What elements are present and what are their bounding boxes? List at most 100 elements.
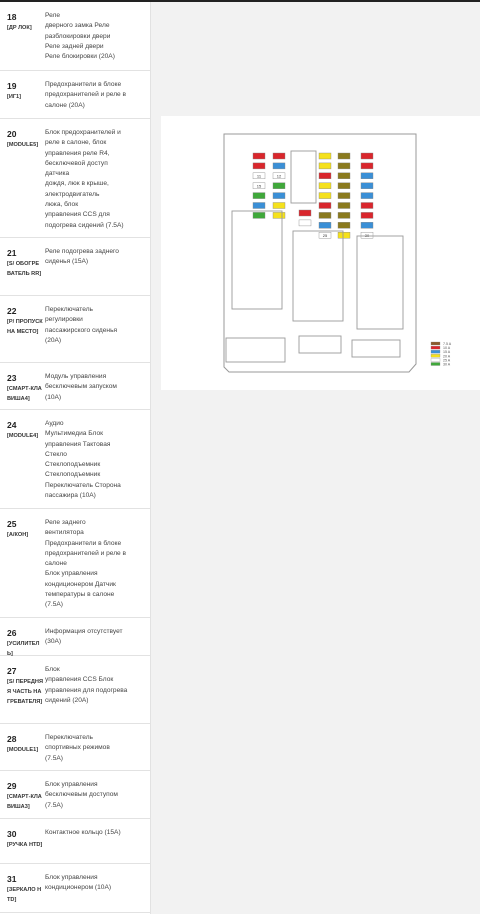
fuse-number: 27: [7, 666, 17, 676]
legend-label: 7.5 A: [443, 342, 452, 346]
fuse-description: Аудио Мультимедиа Блок управления Тактов…: [45, 420, 121, 500]
relay-block: [292, 230, 344, 322]
legend-label: 25 A: [443, 358, 451, 362]
fuse-number: 23: [7, 373, 17, 383]
fuse-slot: [360, 152, 374, 160]
fuse-description: Блок предохранителей и реле в салоне, бл…: [45, 129, 124, 229]
legend-swatch: [430, 358, 441, 362]
fuse-id-cell: 18 [ДР ЛОК]: [7, 11, 43, 33]
fuse-slot: [272, 192, 286, 199]
connector-block: [298, 335, 342, 354]
connector-block: [225, 337, 286, 363]
fuse-slot: [252, 152, 266, 160]
fuse-description: Предохранители в блоке предохранителей и…: [45, 81, 127, 109]
fuse-tag: [ДР ЛОК]: [7, 25, 32, 31]
fuse-slot: [337, 192, 351, 199]
fuse-slot: [318, 212, 332, 219]
fuse-slot: [337, 172, 351, 179]
legend-swatch: [430, 350, 441, 354]
fuse-number: 28: [7, 734, 17, 744]
fuse-id-cell: 19 [ИГ1]: [7, 80, 43, 102]
fuse-number: 22: [7, 306, 17, 316]
fuse-tag: [P/ ПРОПУСК НА МЕСТО]: [7, 319, 43, 335]
fuse-slot: [252, 172, 266, 179]
fuse-tag: [СМАРТ-КЛАВИША3]: [7, 794, 42, 810]
fuse-description: Переключатель регулировки пассажирского …: [45, 306, 118, 344]
fuse-description: Блок управления кондиционером (10A): [45, 874, 112, 892]
fuse-number: 24: [7, 420, 17, 430]
fuse-tag: [S/ ПЕРЕДНЯЯ ЧАСТЬ НАГРЕВАТЕЛЯ]: [7, 679, 43, 705]
table-row: 22 [P/ ПРОПУСК НА МЕСТО] Переключатель р…: [0, 296, 150, 363]
fuse-slot: [360, 212, 374, 219]
fuse-slot: [272, 152, 286, 160]
fuse-number: 26: [7, 628, 17, 638]
fuse-tag: [СМАРТ-КЛАВИША4]: [7, 386, 42, 402]
fuse-slot: [298, 209, 312, 217]
fuse-description: Реле подогрева заднего сиденья (15A): [45, 248, 119, 266]
fuse-slot: [318, 202, 332, 209]
fuse-slot: [360, 162, 374, 170]
fuse-slot: [272, 182, 286, 189]
fuse-description: Реле заднего вентилятора Предохранители …: [45, 519, 127, 609]
fuse-tag: [РУЧКА HTD]: [7, 842, 43, 848]
fuse-slot: [318, 192, 332, 199]
fuse-number: 31: [7, 874, 17, 884]
fuse-slot: [318, 222, 332, 229]
table-row: 28 [MODULE1] Переключатель спортивных ре…: [0, 724, 150, 771]
fuse-number-label: 11: [257, 174, 262, 179]
fuse-slot: [298, 219, 312, 227]
legend-swatch: [430, 341, 441, 346]
fuse-slot: [337, 231, 351, 239]
fuse-number: 20: [7, 129, 17, 139]
legend-label: 10 A: [443, 346, 451, 350]
fuse-description: Переключатель спортивных режимов (7.5A): [45, 734, 110, 762]
fuse-number: 30: [7, 829, 17, 839]
fuse-number-label: 25: [323, 233, 328, 238]
fuse-slot: [360, 202, 374, 209]
fuse-table: 18 [ДР ЛОК] Реле дверного замка Реле раз…: [0, 2, 151, 914]
fuse-tag: [MODULE5]: [7, 142, 39, 148]
fuse-slot: [272, 212, 286, 219]
top-divider: [0, 0, 480, 2]
table-row: 24 [MODULE4] Аудио Мультимедиа Блок упра…: [0, 410, 150, 509]
fuse-slot: [252, 202, 266, 209]
fuse-tag: [ИГ1]: [7, 94, 22, 100]
legend-label: 20 A: [443, 354, 451, 358]
fuse-box-block: [290, 150, 317, 204]
fuse-legend: 7.5 A10 A15 A20 A25 A30 A: [430, 341, 452, 367]
table-row: 19 [ИГ1] Предохранители в блоке предохра…: [0, 71, 150, 119]
fuse-slot: [252, 162, 266, 170]
legend-swatch: [430, 354, 441, 358]
fuse-slot: [337, 202, 351, 209]
fuse-tag: [MODULE4]: [7, 433, 39, 439]
fuse-description: Блок управления CCS Блок управления для …: [45, 666, 128, 704]
fuse-id-cell: 23 [СМАРТ-КЛАВИША4]: [7, 372, 43, 404]
fuse-slot: [252, 182, 266, 189]
fuse-tag: [ЗЕРКАЛО HTD]: [7, 887, 42, 903]
fuse-number-label: 39: [365, 233, 370, 238]
table-row: 31 [ЗЕРКАЛО HTD] Блок управления кондици…: [0, 864, 150, 913]
legend-label: 30 A: [443, 363, 451, 367]
fuse-description: Модуль управления бесключевым запуском (…: [45, 373, 117, 401]
fuse-id-cell: 26 [УСИЛИТЕЛЬ]: [7, 627, 43, 659]
fuse-slot: [318, 182, 332, 189]
table-row: 27 [S/ ПЕРЕДНЯЯ ЧАСТЬ НАГРЕВАТЕЛЯ] Блок …: [0, 656, 150, 724]
fuse-number-label: 12: [277, 174, 282, 179]
fuse-number: 21: [7, 248, 17, 258]
fuse-slot: [272, 172, 286, 179]
fuse-id-cell: 21 [S/ ОБОГРЕВАТЕЛЬ RR]: [7, 247, 43, 279]
fuse-slot: [360, 222, 374, 229]
fuse-description: Реле дверного замка Реле разблокировки д…: [45, 12, 115, 61]
fuse-number: 29: [7, 781, 17, 791]
table-row: 18 [ДР ЛОК] Реле дверного замка Реле раз…: [0, 2, 150, 71]
fuse-number: 18: [7, 12, 17, 22]
fuse-slot: [360, 231, 374, 239]
legend-label: 15 A: [443, 350, 451, 354]
fuse-slot: [272, 162, 286, 170]
fuse-id-cell: 24 [MODULE4]: [7, 419, 43, 441]
fuse-slot: [318, 172, 332, 179]
fuse-description: Контактное кольцо (15A): [45, 829, 121, 836]
